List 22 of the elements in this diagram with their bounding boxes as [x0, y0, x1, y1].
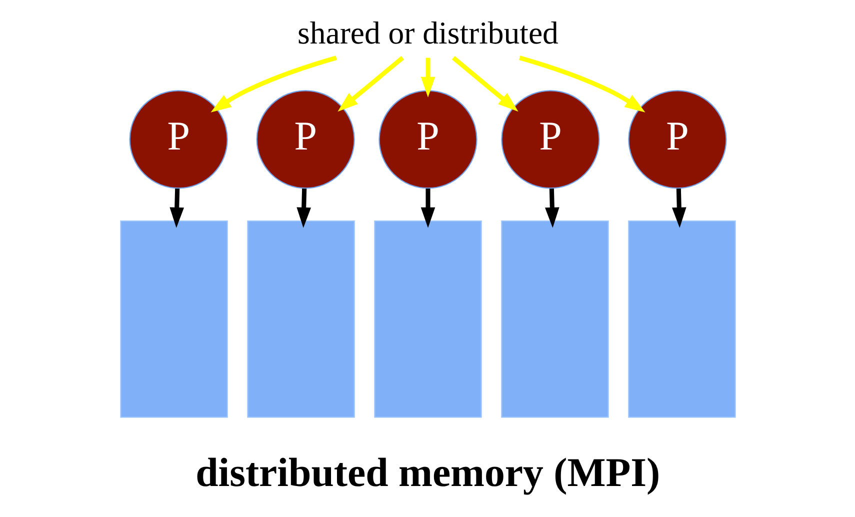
node-circle: P	[256, 90, 354, 188]
arrow	[169, 188, 184, 228]
arrow	[420, 57, 435, 97]
node-box	[374, 220, 482, 418]
arrow	[451, 56, 518, 112]
node-box	[500, 220, 608, 418]
node-box	[120, 220, 228, 418]
arrow	[544, 188, 559, 228]
arrow	[296, 188, 310, 228]
arrow	[210, 55, 336, 112]
node-circle: P	[378, 90, 477, 188]
arrow	[671, 188, 686, 228]
arrow	[420, 188, 435, 228]
arrow	[337, 56, 404, 112]
node-circle: P	[500, 90, 600, 188]
node-text: shared or distributed	[297, 14, 558, 50]
node-box	[628, 220, 736, 418]
node-circle: P	[128, 90, 228, 188]
label: distributed memory (MPI)	[195, 450, 660, 495]
arrow	[518, 55, 645, 112]
node-box	[246, 220, 354, 418]
node-circle: P	[628, 90, 726, 188]
